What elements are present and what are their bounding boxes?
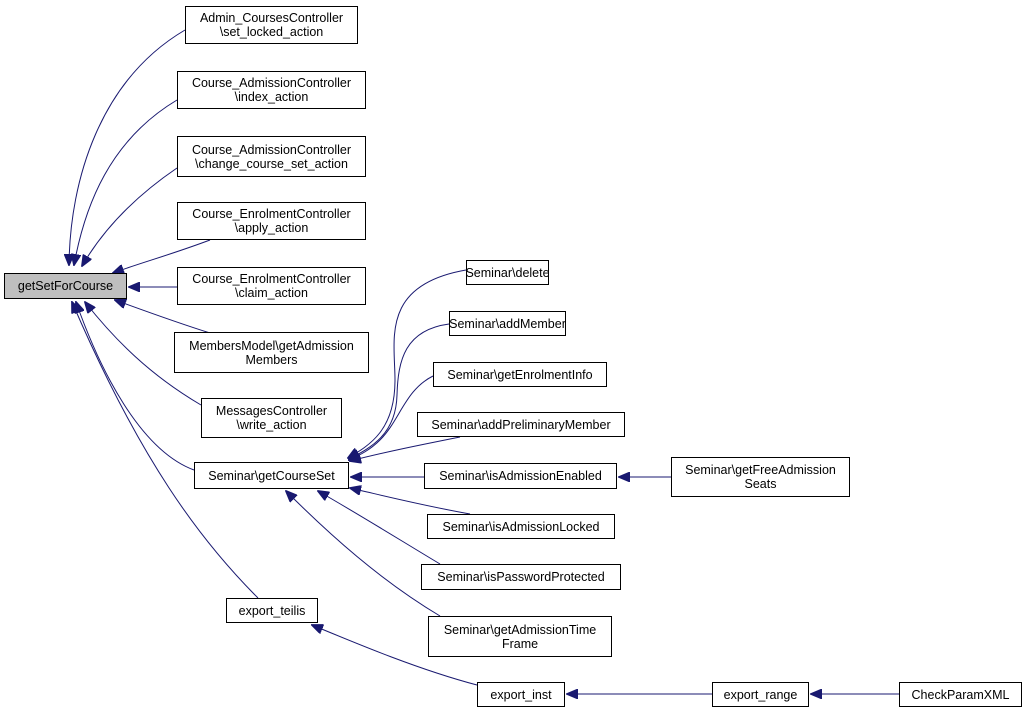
edge-export-inst-to-export-teilis [312,625,478,686]
node-seminar-delete[interactable]: Seminar\delete [465,260,550,285]
node-label-line: Seminar\isPasswordProtected [437,570,605,584]
node-label-line: Seminar\getEnrolmentInfo [447,367,593,382]
node-export-teilis[interactable]: export_teilis [226,598,318,623]
edge-course-admission-change-to-getSetForCourse [82,167,178,266]
edge-seminar-add-member-to-seminar-get-course-set [349,323,450,459]
node-getSetForCourse: getSetForCourse [4,273,127,299]
node-label-line: \change_course_set_action [195,156,348,171]
node-seminar-is-admission-locked[interactable]: Seminar\isAdmissionLocked [427,514,615,539]
edge-messages-controller-write-to-getSetForCourse [85,302,202,406]
node-label-line: Admin_CoursesController [199,11,344,25]
edge-members-model-get-admission-to-getSetForCourse [115,300,211,334]
node-course-enrolment-apply[interactable]: Course_EnrolmentController\apply_action [177,202,366,240]
node-label-line: Seminar\isAdmissionLocked [442,519,600,534]
node-label-line: \index_action [234,90,309,104]
edge-seminar-get-admission-time-frame-to-seminar-get-course-set [286,491,441,617]
node-label-line: export_inst [490,687,552,702]
node-seminar-is-password-protected[interactable]: Seminar\isPasswordProtected [421,564,621,590]
node-seminar-get-course-set[interactable]: Seminar\getCourseSet [194,462,349,489]
node-label-line: Seminar\isAdmissionEnabled [439,469,602,483]
node-label-line: Seminar\getFreeAdmission [685,463,836,477]
node-export-range[interactable]: export_range [712,682,809,707]
node-label-line: \claim_action [235,286,308,300]
node-label-line: Course_AdmissionController [191,76,352,90]
edge-course-admission-index-to-getSetForCourse [74,99,178,265]
edge-seminar-add-preliminary-member-to-seminar-get-course-set [350,436,461,461]
edge-export-teilis-to-getSetForCourse [72,302,259,599]
node-messages-controller-write[interactable]: MessagesController\write_action [201,398,342,438]
node-course-admission-change[interactable]: Course_AdmissionController\change_course… [177,136,366,177]
node-label-line: CheckParamXML [911,687,1010,702]
node-label-line: \set_locked_action [219,25,324,39]
node-label-line: Course_AdmissionController [191,142,352,157]
edge-seminar-delete-to-seminar-get-course-set [348,269,467,458]
node-label-line: Course_EnrolmentController [192,272,351,286]
edge-seminar-is-password-protected-to-seminar-get-course-set [318,491,441,565]
node-course-enrolment-claim[interactable]: Course_EnrolmentController\claim_action [177,267,366,305]
node-label-line: Frame [501,636,539,651]
node-export-inst[interactable]: export_inst [477,682,565,707]
node-seminar-get-enrolment-info[interactable]: Seminar\getEnrolmentInfo [433,362,607,387]
edge-seminar-get-course-set-to-getSetForCourse [76,302,195,471]
node-label-line: Seats [744,477,777,491]
node-seminar-is-admission-enabled[interactable]: Seminar\isAdmissionEnabled [424,463,617,489]
node-label-line: export_range [723,687,798,702]
node-check-param-xml[interactable]: CheckParamXML [899,682,1022,707]
node-seminar-add-member[interactable]: Seminar\addMember [449,311,566,336]
node-label-line: Members [245,352,298,367]
node-label-line: Seminar\addPreliminaryMember [431,417,611,432]
node-label-line: Seminar\getAdmissionTime [443,622,597,637]
node-label-line: MessagesController [215,404,328,418]
edge-admin-courses-set-locked-to-getSetForCourse [69,29,186,265]
node-label-line: Course_EnrolmentController [192,207,351,221]
node-label-line: \apply_action [234,221,309,235]
node-label-line: getSetForCourse [17,279,114,293]
node-admin-courses-set-locked[interactable]: Admin_CoursesController\set_locked_actio… [185,6,358,44]
node-label-line: Seminar\addMember [449,316,566,331]
node-label-line: Seminar\delete [465,265,550,280]
edge-seminar-is-admission-locked-to-seminar-get-course-set [350,488,471,515]
node-course-admission-index[interactable]: Course_AdmissionController\index_action [177,71,366,109]
node-label-line: Seminar\getCourseSet [208,468,335,483]
node-label-line: export_teilis [238,603,306,618]
node-label-line: MembersModel\getAdmission [189,338,354,353]
node-seminar-add-preliminary-member[interactable]: Seminar\addPreliminaryMember [417,412,625,437]
node-label-line: \write_action [236,418,307,432]
edge-course-enrolment-apply-to-getSetForCourse [113,239,211,273]
